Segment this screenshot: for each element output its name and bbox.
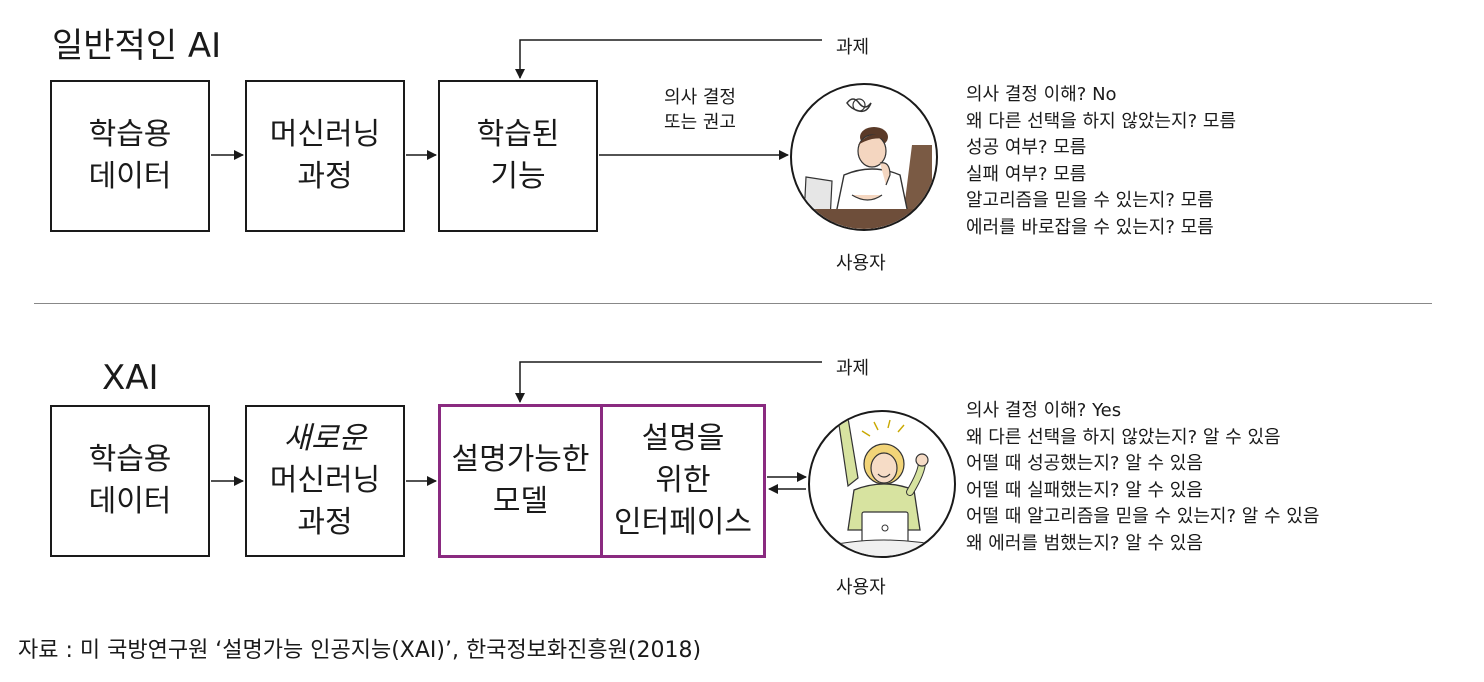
section-divider xyxy=(34,303,1432,304)
box-line: 데이터 xyxy=(88,159,172,194)
training-data-box: 학습용 데이터 xyxy=(50,405,210,557)
new-ml-process-box: 새로운 머신러닝 과정 xyxy=(245,405,405,557)
question-item: 의사 결정 이해? Yes xyxy=(966,400,1122,421)
top-section-title: 일반적인 AI xyxy=(52,26,222,66)
decision-label: 의사 결정 또는 권고 xyxy=(640,85,760,135)
question-item: 의사 결정 이해? No xyxy=(966,84,1117,105)
box-line: 머신러닝 xyxy=(269,463,381,498)
box-line: 기능 xyxy=(490,159,546,194)
happy-user-avatar xyxy=(808,410,956,558)
question-item: 성공 여부? 모름 xyxy=(966,137,1087,158)
bottom-task-label: 과제 xyxy=(836,358,870,379)
bottom-section-title: XAI xyxy=(102,358,159,398)
box-line: 학습용 xyxy=(88,117,172,152)
box-line: 모델 xyxy=(492,484,549,519)
bottom-user-label: 사용자 xyxy=(836,577,886,598)
question-item: 왜 에러를 범했는지? 알 수 있음 xyxy=(966,532,1203,554)
box-line: 학습된 xyxy=(476,117,560,152)
explainable-model-box: 설명가능한 모델 xyxy=(438,404,603,558)
box-line: 설명가능한 xyxy=(451,442,590,477)
question-item: 왜 다른 선택을 하지 않았는지? 알 수 있음 xyxy=(966,426,1281,448)
decision-label-line: 또는 권고 xyxy=(664,112,736,133)
question-item: 알고리즘을 믿을 수 있는지? 모름 xyxy=(966,190,1214,211)
box-line: 학습용 xyxy=(88,442,172,477)
happy-user-illustration xyxy=(810,417,954,556)
question-item: 어떨 때 실패했는지? 알 수 있음 xyxy=(966,479,1203,501)
training-data-box: 학습용 데이터 xyxy=(50,80,210,232)
arrow-task-to-function xyxy=(515,39,822,79)
top-questions-list: 의사 결정 이해? No 왜 다른 선택을 하지 않았는지? 모름 성공 여부?… xyxy=(966,82,1236,241)
question-item: 에러를 바로잡을 수 있는지? 모름 xyxy=(966,216,1214,238)
arrow-task-to-model xyxy=(515,361,822,403)
explanation-interface-box: 설명을 위한 인터페이스 xyxy=(600,404,766,558)
box-line: 과정 xyxy=(297,505,353,540)
top-user-label: 사용자 xyxy=(836,253,886,274)
bottom-questions-list: 의사 결정 이해? Yes 왜 다른 선택을 하지 않았는지? 알 수 있음 어… xyxy=(966,398,1319,557)
box-line-italic: 새로운 xyxy=(283,421,367,456)
question-item: 왜 다른 선택을 하지 않았는지? 모름 xyxy=(966,110,1237,132)
decision-label-line: 의사 결정 xyxy=(664,87,736,108)
top-task-label: 과제 xyxy=(836,37,870,58)
source-caption: 자료 : 미 국방연구원 ‘설명가능 인공지능(XAI)’, 한국정보화진흥원(… xyxy=(18,638,702,663)
box-line: 위한 xyxy=(655,463,711,498)
box-line: 인터페이스 xyxy=(614,505,752,540)
question-item: 어떨 때 성공했는지? 알 수 있음 xyxy=(966,453,1203,474)
question-item: 실패 여부? 모름 xyxy=(966,163,1087,185)
box-line: 과정 xyxy=(297,159,353,194)
box-line: 설명을 xyxy=(641,421,725,456)
box-line: 데이터 xyxy=(88,484,172,519)
ml-process-box: 머신러닝 과정 xyxy=(245,80,405,232)
question-item: 어떨 때 알고리즘을 믿을 수 있는지? 알 수 있음 xyxy=(966,506,1320,527)
box-line: 머신러닝 xyxy=(269,117,381,152)
learned-function-box: 학습된 기능 xyxy=(438,80,598,232)
